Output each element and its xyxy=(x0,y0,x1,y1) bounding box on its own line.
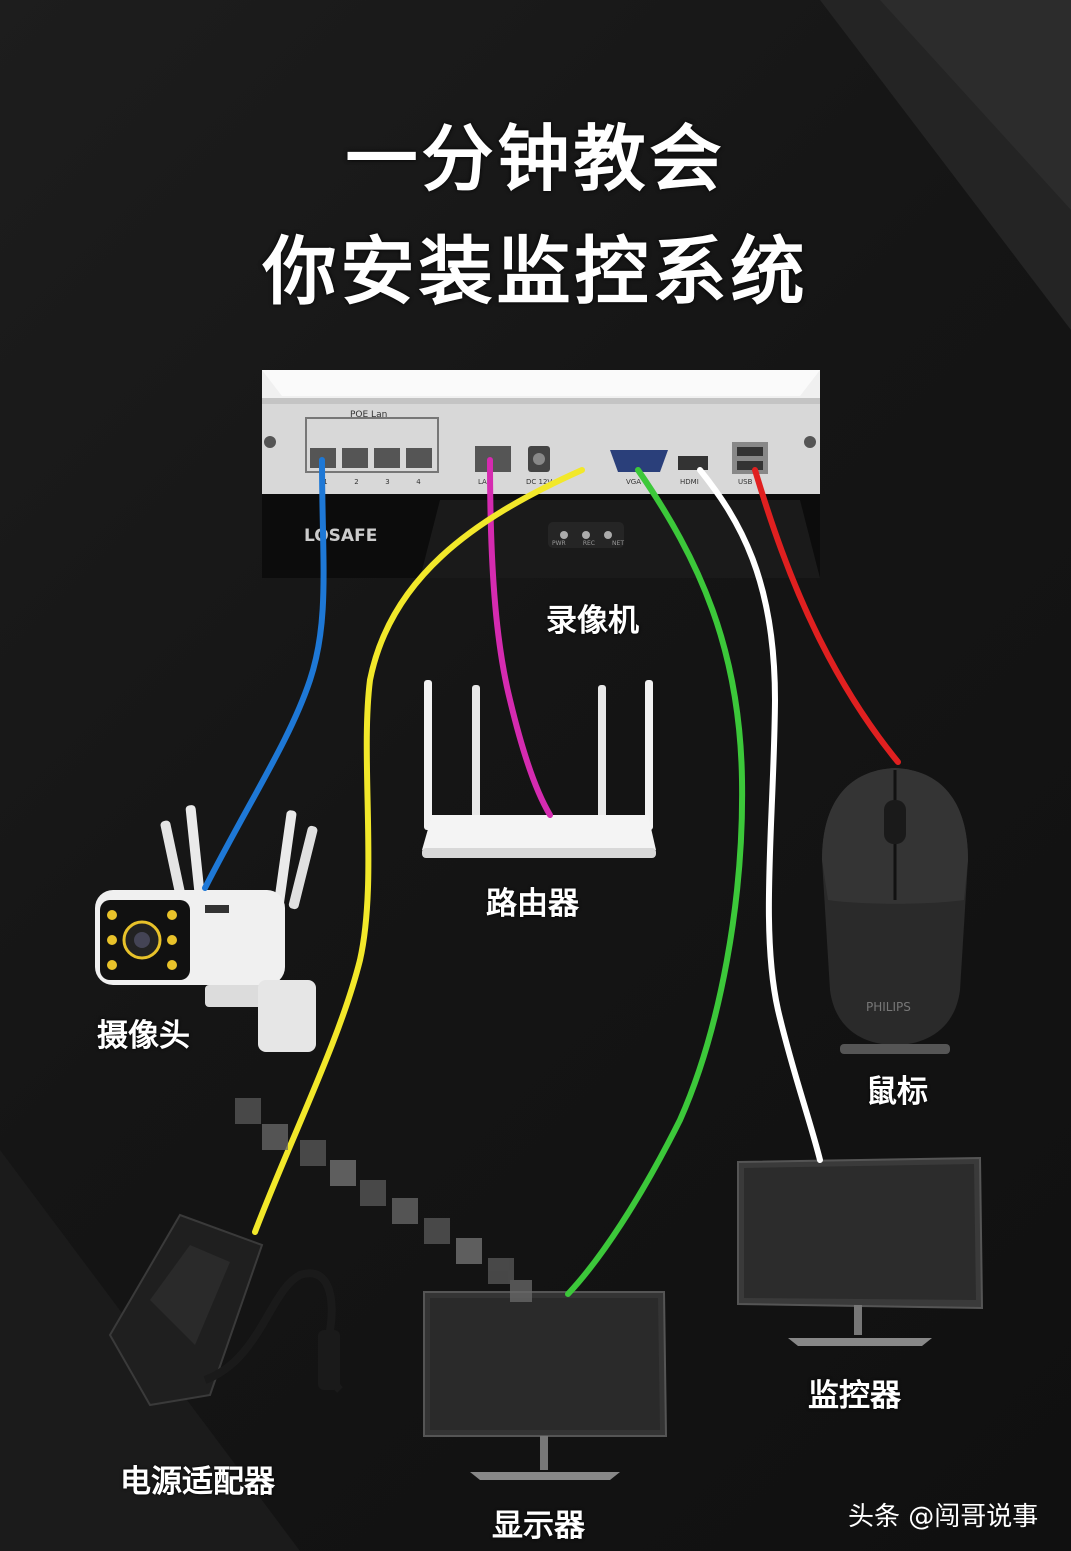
poe-label-2: 2 xyxy=(354,478,359,486)
title-line-2: 你安装监控系统 xyxy=(262,229,809,315)
watermark: 头条 @闯哥说事 xyxy=(848,1502,1039,1532)
poe-label-1: 1 xyxy=(323,478,328,486)
vga-port-label: VGA xyxy=(626,478,642,486)
display-label: 显示器 xyxy=(492,1508,585,1544)
mouse-brand: PHILIPS xyxy=(866,1000,911,1014)
dc-port-label: DC 12V xyxy=(526,478,553,486)
led-net-label: NET xyxy=(612,540,624,547)
usb-port-label: USB xyxy=(738,478,753,486)
router-label: 路由器 xyxy=(486,886,579,922)
nvr-led-labels: PWR REC NET xyxy=(552,540,624,547)
nvr-port-header: POE Lan xyxy=(350,410,388,420)
monitor-label: 监控器 xyxy=(808,1378,901,1414)
poe-label-3: 3 xyxy=(385,478,390,486)
poe-label-4: 4 xyxy=(416,478,421,486)
mouse-label: 鼠标 xyxy=(866,1074,928,1110)
hdmi-port-label: HDMI xyxy=(680,478,699,486)
poe-port-labels: 1 2 3 4 xyxy=(310,478,434,486)
led-pwr-label: PWR xyxy=(552,540,566,547)
power-adapter-label: 电源适配器 xyxy=(120,1464,275,1500)
led-rec-label: REC xyxy=(582,540,595,547)
camera-label: 摄像头 xyxy=(97,1018,190,1054)
title-line-1: 一分钟教会 xyxy=(345,117,726,201)
lan-port-label: LAN xyxy=(478,478,493,486)
nvr-label: 录像机 xyxy=(546,603,639,639)
nvr-brand: LOSAFE xyxy=(304,526,378,546)
